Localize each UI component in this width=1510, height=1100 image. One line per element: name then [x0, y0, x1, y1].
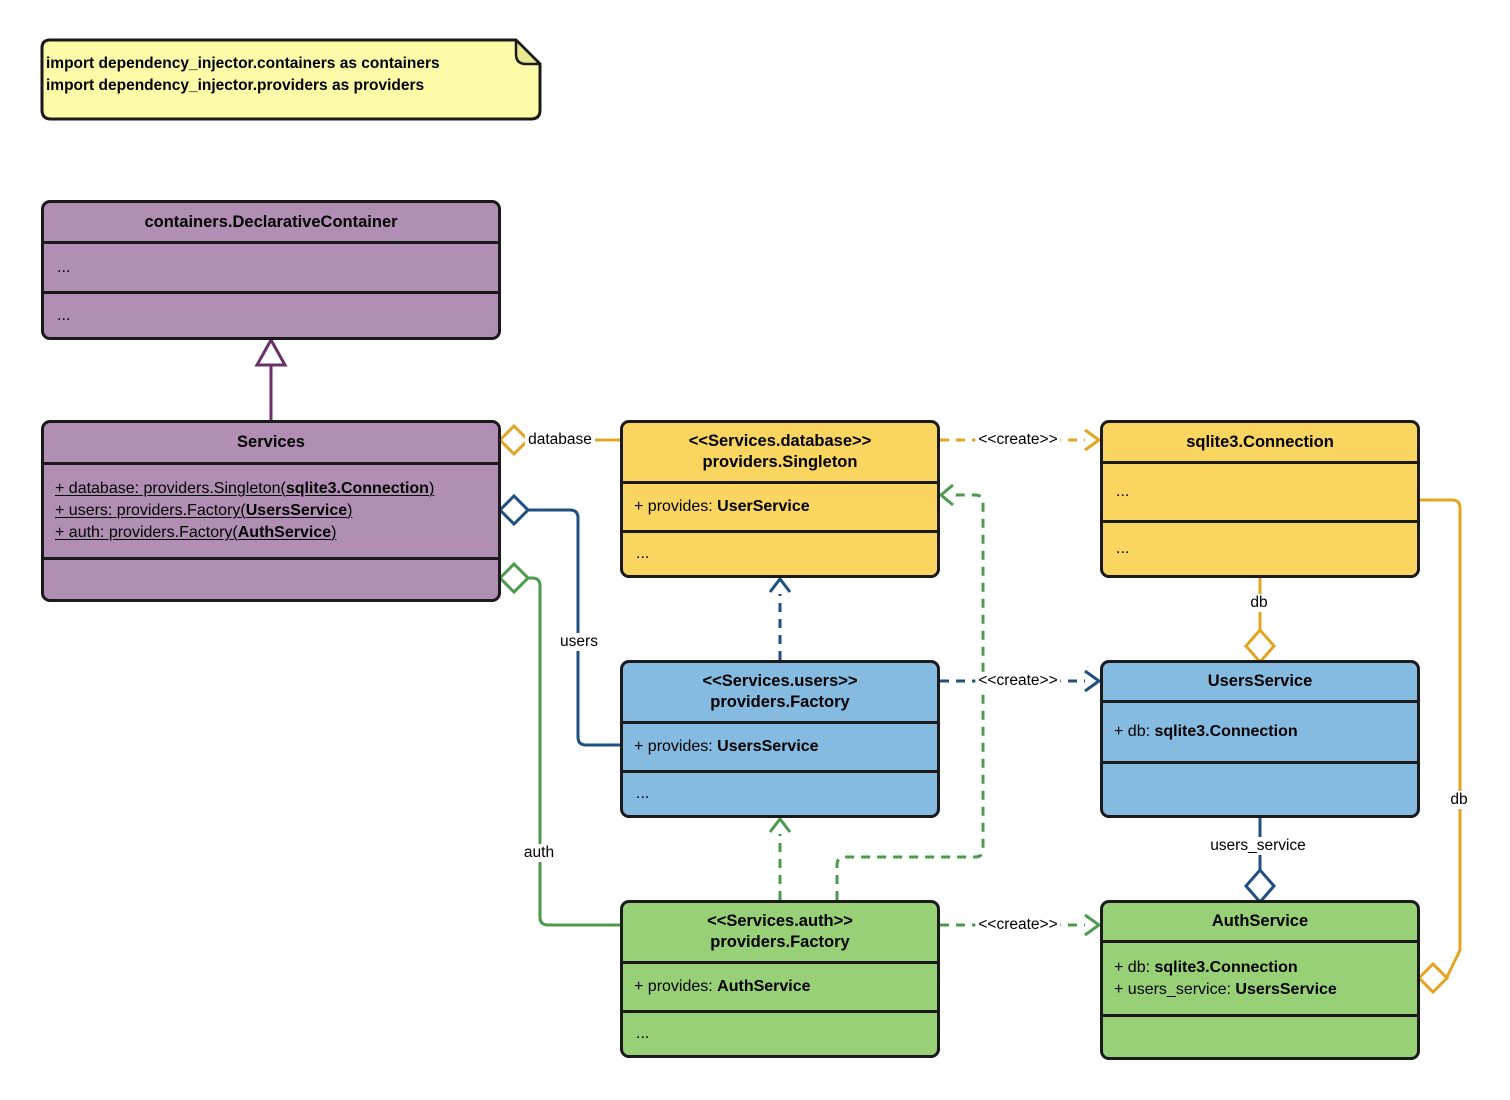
attribute-line: + provides: UsersService — [634, 738, 819, 755]
edge-label-create-database: <<create>> — [975, 431, 1061, 449]
class-compartment: ... — [623, 530, 937, 575]
class-title: containers.DeclarativeContainer — [144, 212, 398, 231]
open-arrowhead-icon — [768, 576, 792, 593]
open-arrowhead-icon — [768, 816, 792, 833]
attribute-line: + provides: AuthService — [634, 978, 811, 995]
edge-label-users: users — [557, 633, 601, 651]
users-to-singleton-dependency-edge — [768, 576, 792, 660]
attribute-line: + users_service: UsersService — [1114, 980, 1337, 998]
edge-label-create-users: <<create>> — [975, 672, 1061, 690]
class-name: providers.Factory — [710, 933, 850, 951]
class-compartment: ... — [1103, 461, 1417, 520]
class-title: sqlite3.Connection — [1186, 432, 1334, 451]
attribute-line: + auth: providers.Factory(AuthService) — [55, 524, 337, 541]
class-services: Services + database: providers.Singleton… — [41, 420, 501, 602]
auth-to-singleton-dependency-edge — [835, 483, 985, 900]
class-auth-service: AuthService + db: sqlite3.Connection + u… — [1100, 900, 1420, 1060]
attribute-line: + db: sqlite3.Connection — [1114, 723, 1298, 740]
class-declarative-container: containers.DeclarativeContainer ... ... — [41, 200, 501, 340]
class-users-service: UsersService + db: sqlite3.Connection — [1100, 660, 1420, 818]
import-note: import dependency_injector.containers as… — [46, 53, 440, 97]
class-compartment-empty — [44, 557, 498, 599]
class-attributes: + provides: UserService — [623, 481, 937, 530]
class-stereotype: <<Services.auth>> — [707, 912, 853, 930]
aggregation-diamond-icon — [497, 561, 531, 595]
note-shape — [40, 38, 542, 121]
db-users-service-aggregation-edge — [1244, 578, 1276, 665]
open-arrowhead-icon — [1084, 669, 1102, 693]
class-sqlite-connection: sqlite3.Connection ... ... — [1100, 420, 1420, 578]
users-service-aggregation-edge — [1244, 818, 1276, 905]
db-auth-service-aggregation-edge — [1416, 498, 1462, 995]
class-name: providers.Singleton — [702, 453, 858, 471]
class-auth-factory: <<Services.auth>> providers.Factory + pr… — [620, 900, 940, 1058]
edge-label-auth: auth — [520, 844, 558, 862]
class-users-factory: <<Services.users>> providers.Factory + p… — [620, 660, 940, 818]
attribute-line: + provides: UserService — [634, 498, 810, 515]
note-line: import dependency_injector.containers as… — [46, 55, 440, 72]
edge-label-users-service: users_service — [1207, 837, 1309, 855]
class-title: AuthService — [1211, 912, 1309, 930]
class-database-singleton: <<Services.database>> providers.Singleto… — [620, 420, 940, 578]
edge-label-db-right: db — [1447, 791, 1471, 809]
class-compartment: ... — [1103, 520, 1417, 575]
edge-label-create-auth: <<create>> — [975, 916, 1061, 934]
class-title: <<Services.users>> providers.Factory — [623, 663, 937, 721]
aggregation-diamond-icon — [497, 493, 531, 527]
class-title: <<Services.database>> providers.Singleto… — [623, 423, 937, 481]
open-arrowhead-icon — [938, 483, 954, 507]
attribute-line: + database: providers.Singleton(sqlite3.… — [55, 480, 435, 497]
note-line: import dependency_injector.providers as … — [46, 77, 425, 94]
open-arrowhead-icon — [1084, 913, 1102, 937]
class-stereotype: <<Services.users>> — [702, 672, 858, 690]
class-stereotype: <<Services.database>> — [688, 432, 872, 450]
class-compartment: ... — [623, 770, 937, 815]
aggregation-diamond-icon — [1416, 961, 1450, 995]
class-compartment: ... — [44, 291, 498, 337]
edge-label-database: database — [525, 431, 595, 449]
note-fold-corner-icon — [514, 38, 542, 66]
class-attributes: + provides: AuthService — [623, 961, 937, 1010]
class-attributes: + database: providers.Singleton(sqlite3.… — [44, 462, 498, 557]
inheritance-triangle-icon — [254, 336, 288, 367]
class-compartment-empty — [1103, 761, 1417, 815]
auth-aggregation-edge — [497, 561, 620, 927]
users-aggregation-edge — [497, 493, 620, 747]
class-title: Services — [237, 433, 305, 451]
class-compartment-empty — [1103, 1014, 1417, 1057]
class-attributes: + db: sqlite3.Connection + users_service… — [1103, 940, 1417, 1014]
aggregation-diamond-icon — [497, 423, 531, 457]
class-title: <<Services.auth>> providers.Factory — [623, 903, 937, 961]
aggregation-diamond-icon — [1244, 867, 1276, 905]
class-compartment: ... — [44, 241, 498, 291]
auth-to-users-dependency-edge — [768, 816, 792, 900]
inheritance-edge — [254, 336, 288, 420]
class-attributes: + provides: UsersService — [623, 721, 937, 770]
class-name: providers.Factory — [710, 693, 850, 711]
attribute-line: + db: sqlite3.Connection — [1114, 958, 1298, 976]
open-arrowhead-icon — [1084, 428, 1102, 452]
attribute-line: + users: providers.Factory(UsersService) — [55, 502, 353, 519]
class-attributes: + db: sqlite3.Connection — [1103, 700, 1417, 761]
edge-label-db: db — [1247, 594, 1271, 612]
aggregation-diamond-icon — [1244, 627, 1276, 665]
class-title: UsersService — [1207, 672, 1313, 690]
class-compartment: ... — [623, 1010, 937, 1055]
note-body — [40, 38, 542, 121]
